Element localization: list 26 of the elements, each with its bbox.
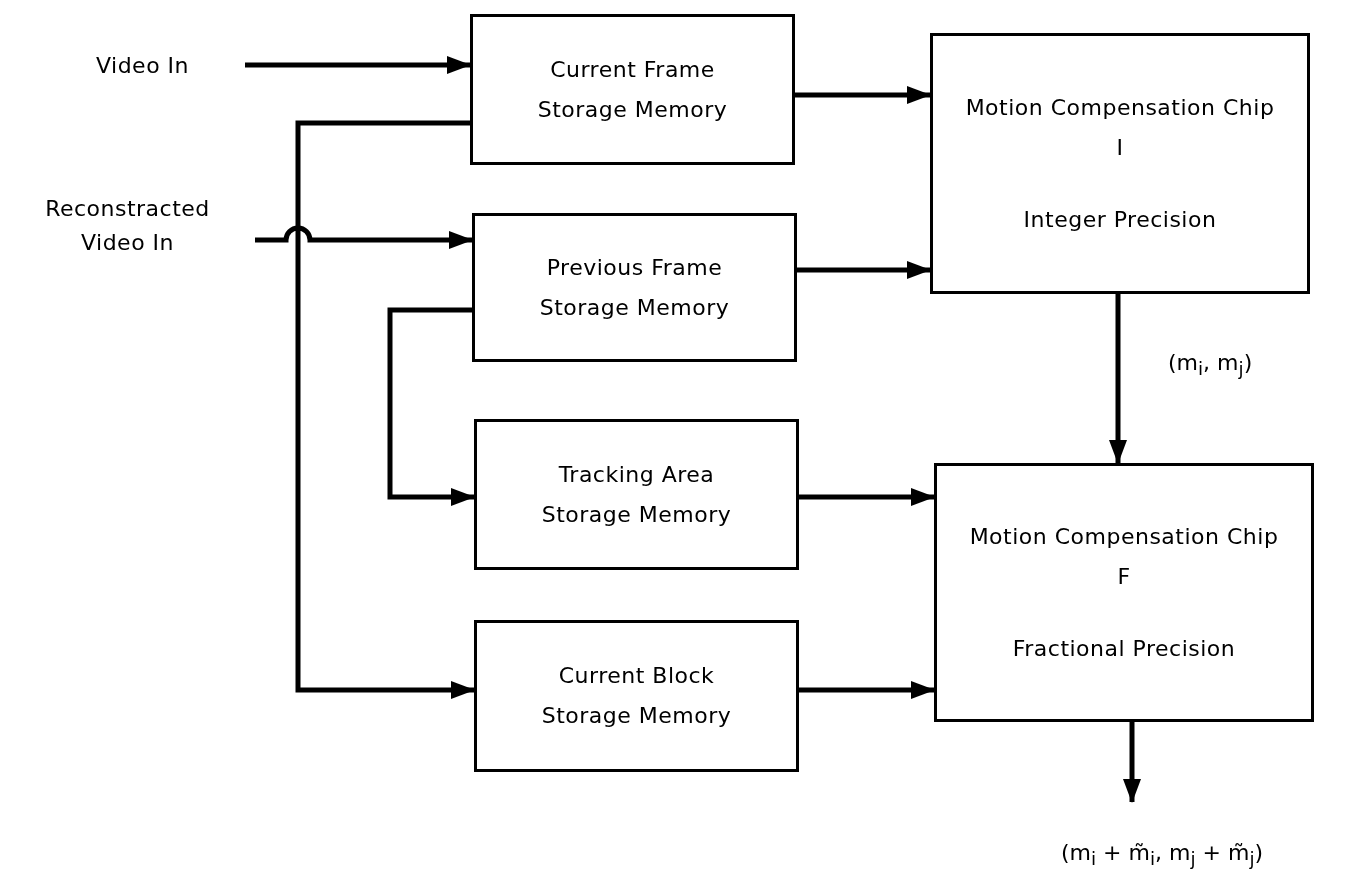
arrow [799, 681, 935, 699]
block-label: Previous Frame Storage Memory [539, 253, 730, 322]
arrow [799, 488, 935, 506]
arrow [795, 86, 931, 104]
block-label: Integer Precision [1023, 205, 1217, 234]
arrow [387, 307, 475, 506]
arrow [295, 120, 475, 699]
input-label: Video In [95, 52, 190, 80]
arrow [797, 261, 931, 279]
arrow [245, 56, 471, 74]
block-box [930, 33, 1310, 294]
block-label: Current Frame Storage Memory [537, 55, 728, 124]
block-label: Motion Compensation Chip F [968, 522, 1280, 591]
block-label: Tracking Area Storage Memory [541, 460, 732, 529]
block-box [472, 213, 797, 362]
block-label: Motion Compensation Chip I [964, 93, 1276, 162]
block-box [474, 620, 799, 772]
block-label: Fractional Precision [1012, 634, 1236, 663]
block-box [474, 419, 799, 570]
input-label: Reconstracted Video In [44, 195, 211, 257]
block-box [470, 14, 795, 165]
arrow [1109, 294, 1127, 464]
block-label: Current Block Storage Memory [541, 662, 732, 730]
arrow [255, 225, 473, 249]
arrow [1123, 722, 1141, 803]
block-box [934, 463, 1314, 722]
